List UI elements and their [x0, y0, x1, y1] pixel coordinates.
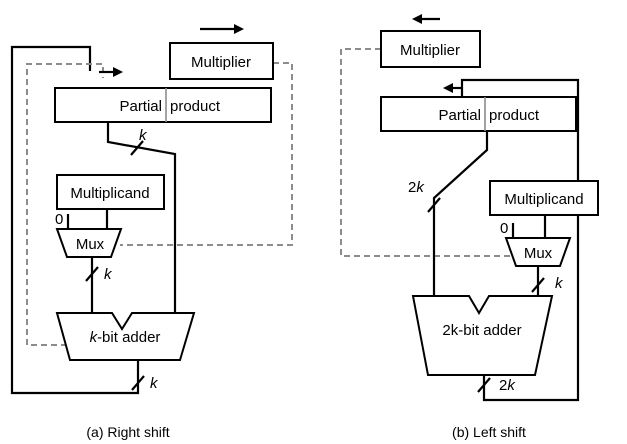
left-bus-label-bottom: 2k: [499, 377, 516, 394]
left-product-label: product: [489, 107, 540, 124]
right-dashed-control-top: [120, 62, 293, 246]
left-mux: [504, 237, 572, 267]
left-shift-diagram: Multiplier Partial product 2k Multiplica…: [340, 14, 599, 440]
right-multiplier-label: Multiplier: [191, 54, 251, 71]
left-bus-label-top: 2k: [408, 179, 425, 196]
left-bus-tick-top: [427, 197, 441, 213]
left-multiplier-box: [380, 30, 481, 68]
right-multiplicand-label: Multiplicand: [70, 185, 149, 202]
left-multiplicand-label: Multiplicand: [504, 191, 583, 208]
left-partial-label: Partial: [438, 107, 481, 124]
left-mux-label: Mux: [524, 245, 553, 262]
right-mux: [55, 228, 123, 258]
right-product-to-adder-wire: [106, 122, 177, 313]
right-bus-tick-top: [130, 140, 144, 156]
right-shift-diagram: Multiplier Partial product k Multiplican…: [10, 24, 293, 440]
left-feedback-wire: [460, 78, 580, 402]
right-multiplier-box: [169, 42, 274, 80]
right-zero-label: 0: [55, 211, 63, 228]
right-mux-label: Mux: [76, 236, 105, 253]
right-bus-label-bottom: k: [150, 375, 159, 392]
right-partial-label: Partial: [119, 98, 162, 115]
left-adder-label: 2k-bit adder: [442, 322, 521, 339]
right-dashed-control-left: [26, 63, 104, 346]
left-shift-caption: (b) Left shift: [452, 424, 526, 440]
right-partial-product-box: [54, 87, 272, 123]
left-bus-tick-bottom: [477, 377, 491, 393]
left-zero-label: 0: [500, 220, 508, 237]
right-shift-caption: (a) Right shift: [86, 424, 169, 440]
right-adder: [55, 312, 196, 361]
right-bus-tick-mid: [85, 266, 99, 282]
right-multiplicand-box: [56, 174, 165, 210]
right-product-label: product: [170, 98, 221, 115]
right-bus-tick-bottom: [131, 375, 145, 391]
right-feedback-wire: [10, 45, 140, 395]
right-bus-label-mid: k: [104, 266, 113, 283]
left-multiplier-label: Multiplier: [400, 42, 460, 59]
left-bus-label-mid: k: [555, 275, 564, 292]
left-product-to-adder-wire: [432, 131, 489, 296]
right-adder-label: k-bit adder: [90, 329, 161, 346]
right-bus-label-top: k: [139, 127, 148, 144]
left-partial-product-box: [380, 96, 577, 132]
left-adder: [411, 295, 554, 376]
left-bus-tick-mid: [531, 277, 545, 293]
left-dashed-control: [340, 48, 517, 257]
